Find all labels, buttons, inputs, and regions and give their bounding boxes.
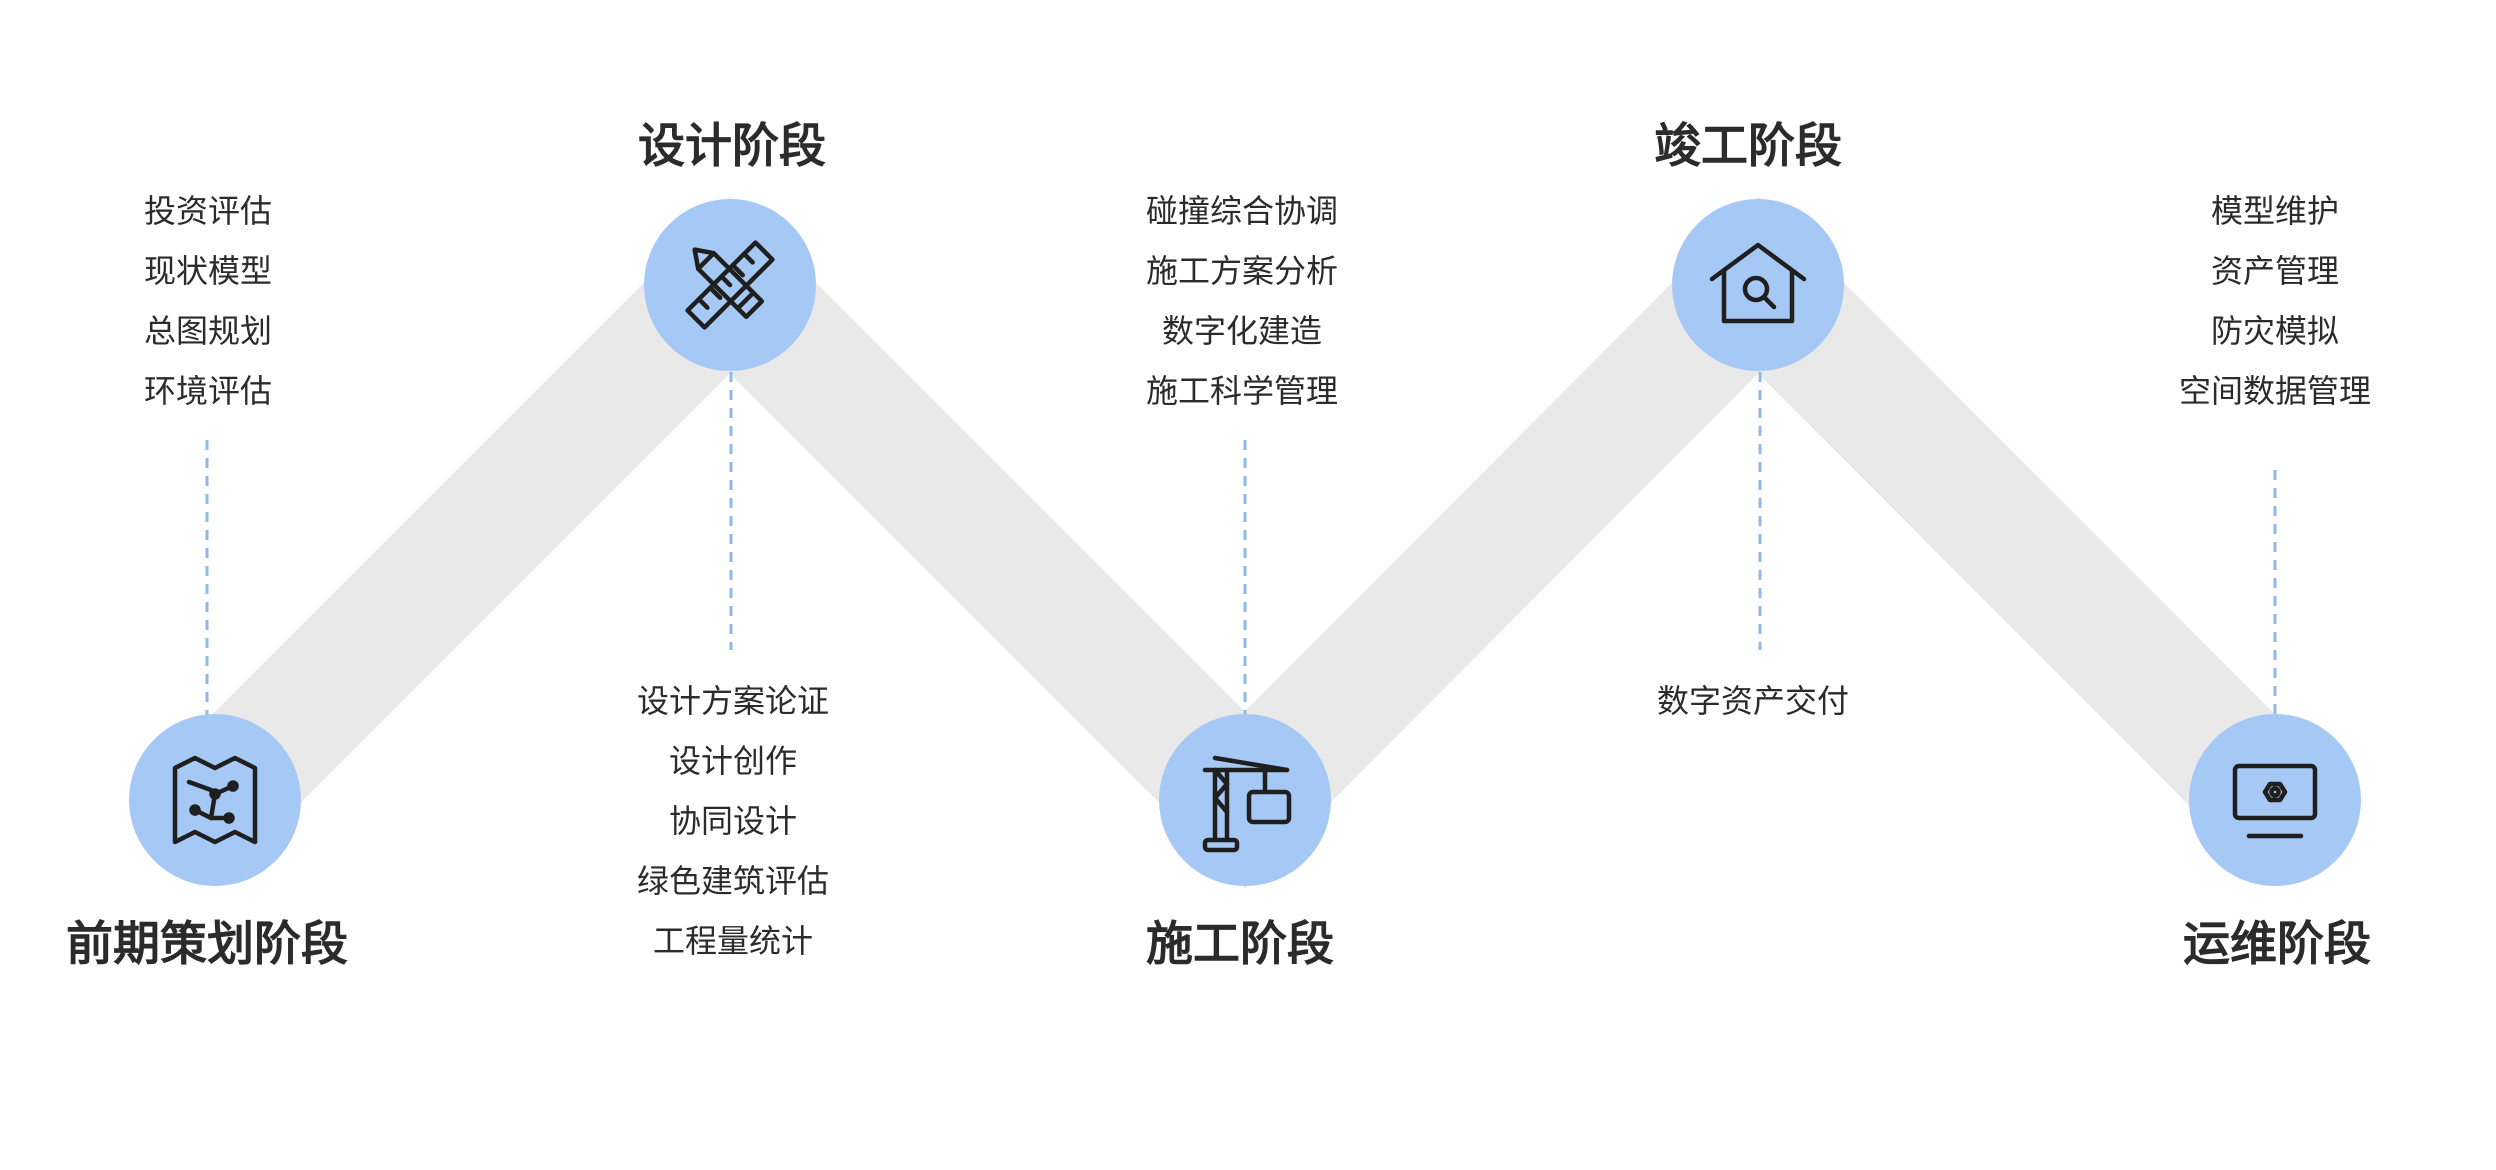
stage-5-item: 资产管理 [2211,252,2339,290]
stage-5-item: 空间数据管理 [2179,372,2371,410]
stage-3-item: 数字化建造 [1162,312,1322,350]
stage-4-item: 数字资产交付 [1657,682,1849,720]
stage-3-node [1159,714,1331,886]
stage-2-item: 绿色建筑评估 [637,862,829,900]
stage-3-item: 施工方案分析 [1146,252,1338,290]
stage-1-item: 投资评估 [144,192,272,230]
map-icon [172,755,258,845]
stage-1-item: 现状模型 [144,252,272,290]
stage-2-item: 工程量统计 [653,922,813,960]
stage-3-item: 施工科学管理 [1146,372,1338,410]
stage-3-item: 碰撞综合协调 [1146,192,1338,230]
crane-icon [1202,755,1292,853]
monitor-gear-icon [2232,763,2318,839]
pencil-ruler-icon [685,240,775,330]
house-search-icon [1709,242,1807,324]
stage-2-item: 设计方案论证 [637,682,829,720]
stage-4-node [1672,199,1844,371]
stage-2-item: 设计创作 [669,742,797,780]
stage-4-title: 竣工阶段 [1654,119,1842,174]
stage-5-title: 运维阶段 [2183,917,2371,972]
stage-2-title: 设计阶段 [638,119,826,174]
stage-1-item: 环境评估 [144,372,272,410]
stage-1-title: 前期策划阶段 [66,917,348,972]
stage-1-item: 总图规划 [144,312,272,350]
stage-3-title: 施工阶段 [1146,917,1334,972]
stage-2-item: 协同设计 [669,802,797,840]
stage-5-item: 防灾模拟 [2211,312,2339,350]
stage-5-item: 模型维护 [2211,192,2339,230]
